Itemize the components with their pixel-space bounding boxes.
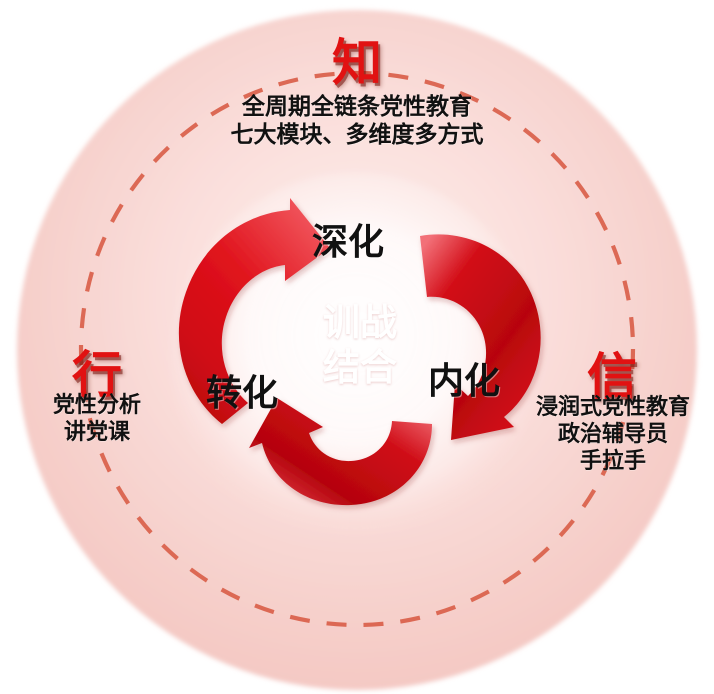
core-title: 训战 结合 bbox=[294, 300, 426, 390]
outer-label-right-char: 信 bbox=[587, 349, 637, 405]
arrow-right bbox=[420, 234, 541, 440]
outer-right-line-1: 浸润式党性教育 bbox=[535, 394, 690, 419]
cycle-arrows bbox=[178, 198, 541, 506]
arrow-upper-left bbox=[178, 198, 330, 424]
outer-top-line-1: 全周期全链条党性教育 bbox=[242, 93, 472, 119]
outer-label-top-char: 知 bbox=[332, 35, 382, 91]
outer-right-line-2: 政治辅导员 bbox=[557, 420, 668, 446]
dashed-ring bbox=[78, 70, 636, 628]
arrow-bottom bbox=[249, 398, 432, 506]
outer-label-top-detail: 全周期全链条党性教育 七大模块、多维度多方式 bbox=[0, 92, 714, 148]
outer-left-line-2: 讲党课 bbox=[63, 418, 130, 444]
outer-top-line-2: 七大模块、多维度多方式 bbox=[230, 121, 484, 148]
cycle-label-neihua: 内化 bbox=[428, 360, 501, 401]
outer-left-line-1: 党性分析 bbox=[52, 392, 141, 417]
outer-label-right-detail: 浸润式党性教育 政治辅导员 手拉手 bbox=[520, 394, 706, 474]
outer-label-left-detail: 党性分析 讲党课 bbox=[22, 392, 172, 446]
cycle-label-shenhua: 深化 bbox=[312, 221, 385, 262]
cycle-label-zhuanhua: 转化 bbox=[206, 372, 279, 413]
outer-right-line-3: 手拉手 bbox=[579, 447, 646, 473]
core-title-line-1: 训战 bbox=[323, 302, 397, 343]
outer-label-left-char: 行 bbox=[72, 347, 122, 403]
core-title-line-2: 结合 bbox=[323, 347, 397, 389]
